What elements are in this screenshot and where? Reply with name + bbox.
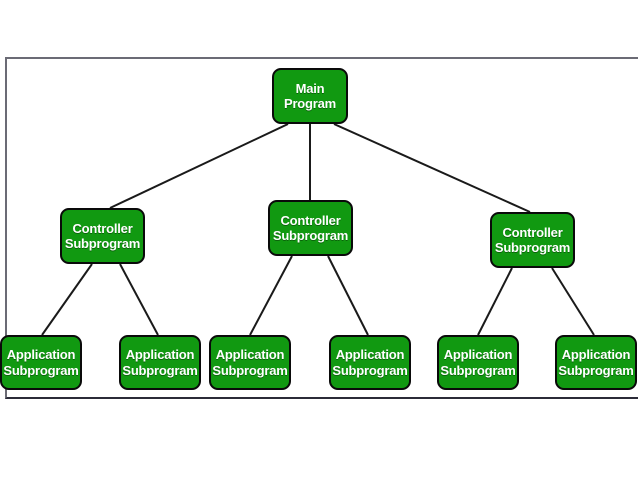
node-label-line1: Application [6, 347, 76, 363]
node-label-line2: Subprogram [64, 236, 141, 251]
node-label-line2: Subprogram [3, 362, 79, 378]
node-label-line2: Subprogram [272, 228, 349, 243]
node-label-line1: Application [215, 347, 285, 363]
node-label-line2: Subprogram [122, 362, 198, 378]
node-label-line1: Application [335, 347, 405, 363]
node-label-line1: Controller [502, 224, 563, 240]
node-label-line2: Subprogram [558, 362, 634, 378]
node-label-line1: Controller [72, 220, 133, 236]
node-label-line1: Main [295, 80, 325, 96]
node-label-line1: Application [125, 347, 195, 363]
node-label-line1: Controller [280, 212, 341, 228]
node-label-line1: Application [443, 347, 513, 363]
node-label-line1: Application [561, 347, 631, 363]
node-label-line2: Program [283, 96, 337, 111]
node-label-line2: Subprogram [440, 362, 516, 378]
node-label-line2: Subprogram [332, 362, 408, 378]
node-label-line2: Subprogram [212, 362, 288, 378]
node-label-line2: Subprogram [494, 240, 571, 255]
